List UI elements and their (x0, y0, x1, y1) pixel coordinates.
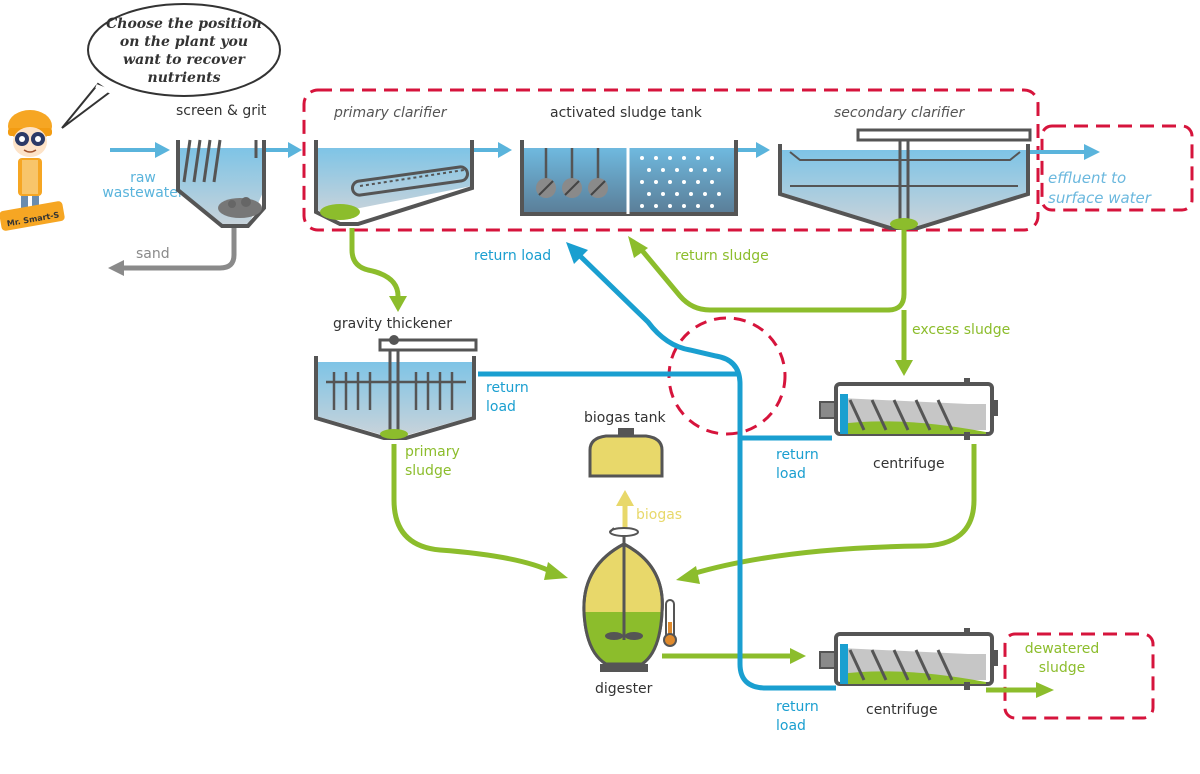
gravity-thickener-unit[interactable] (314, 335, 478, 440)
return-sludge-pipe (638, 230, 907, 313)
biogas-label: biogas (636, 507, 682, 523)
secondary-clarifier-unit[interactable] (778, 128, 1032, 230)
bubble-line-4: nutrients (148, 70, 221, 86)
digester-label: digester (595, 681, 653, 697)
bubble-line-1: Choose the position (106, 16, 262, 32)
bubble-line-2: on the plant you (120, 34, 248, 50)
centrifuge-2-return-label-1: return (776, 699, 819, 715)
excess-sludge-label: excess sludge (912, 322, 1010, 338)
dewatered-label-2: sludge (1039, 660, 1085, 676)
highlight-water-line-zone[interactable] (302, 88, 1040, 232)
centrifuge-2-label: centrifuge (866, 702, 938, 718)
highlight-dewatered-sludge-zone[interactable] (1003, 632, 1155, 720)
dewatered-label-1: dewatered (1025, 641, 1100, 657)
gravity-thickener-label: gravity thickener (333, 316, 452, 332)
centrifuge-1-return-label-2: load (776, 466, 806, 482)
raw-label-2: wastewater (102, 185, 184, 201)
primary-clarifier-label: primary clarifier (333, 105, 448, 121)
centrifuge-1-label: centrifuge (873, 456, 945, 472)
centrifuge-2-unit[interactable] (819, 628, 998, 690)
biogas-tank-unit[interactable] (588, 428, 664, 478)
centrifuge-1-return-label-1: return (776, 447, 819, 463)
effluent-label-2: surface water (1048, 189, 1152, 207)
primary-clarifier-unit[interactable] (314, 140, 474, 226)
digester-unit[interactable] (582, 527, 677, 672)
centrifuge-1-unit[interactable] (819, 378, 998, 440)
screen-grit-unit[interactable] (176, 139, 266, 228)
speech-bubble: Choose the position on the plant you wan… (61, 3, 281, 129)
raw-label-1: raw (130, 170, 156, 186)
sand-pipe (122, 228, 237, 271)
secondary-clarifier-label: secondary clarifier (834, 105, 965, 121)
primary-sludge-label-1: primary (405, 444, 460, 460)
sand-label: sand (136, 246, 170, 262)
return-load-top-label: return load (474, 248, 551, 264)
return-sludge-label: return sludge (675, 248, 769, 264)
highlight-effluent-zone[interactable] (1040, 124, 1194, 212)
effluent-label-1: effluent to (1048, 169, 1126, 187)
thickener-sludge-pipe (391, 444, 554, 575)
activated-sludge-tank-label: activated sludge tank (550, 105, 703, 121)
primary-sludge-pipe (349, 228, 401, 300)
centrifuge-2-return-label-2: load (776, 718, 806, 734)
mr-smart-character: Mr. Smart-S (0, 110, 65, 231)
screen-grit-label: screen & grit (176, 103, 267, 119)
thickener-return-label-2: load (486, 399, 516, 415)
biogas-tank-label: biogas tank (584, 410, 666, 426)
bubble-line-3: want to recover (123, 52, 247, 68)
activated-sludge-tank-unit[interactable] (520, 140, 738, 216)
thickener-return-label-1: return (486, 380, 529, 396)
centrifuge-2-return-pipe (737, 663, 836, 691)
primary-sludge-label-2: sludge (405, 463, 451, 479)
